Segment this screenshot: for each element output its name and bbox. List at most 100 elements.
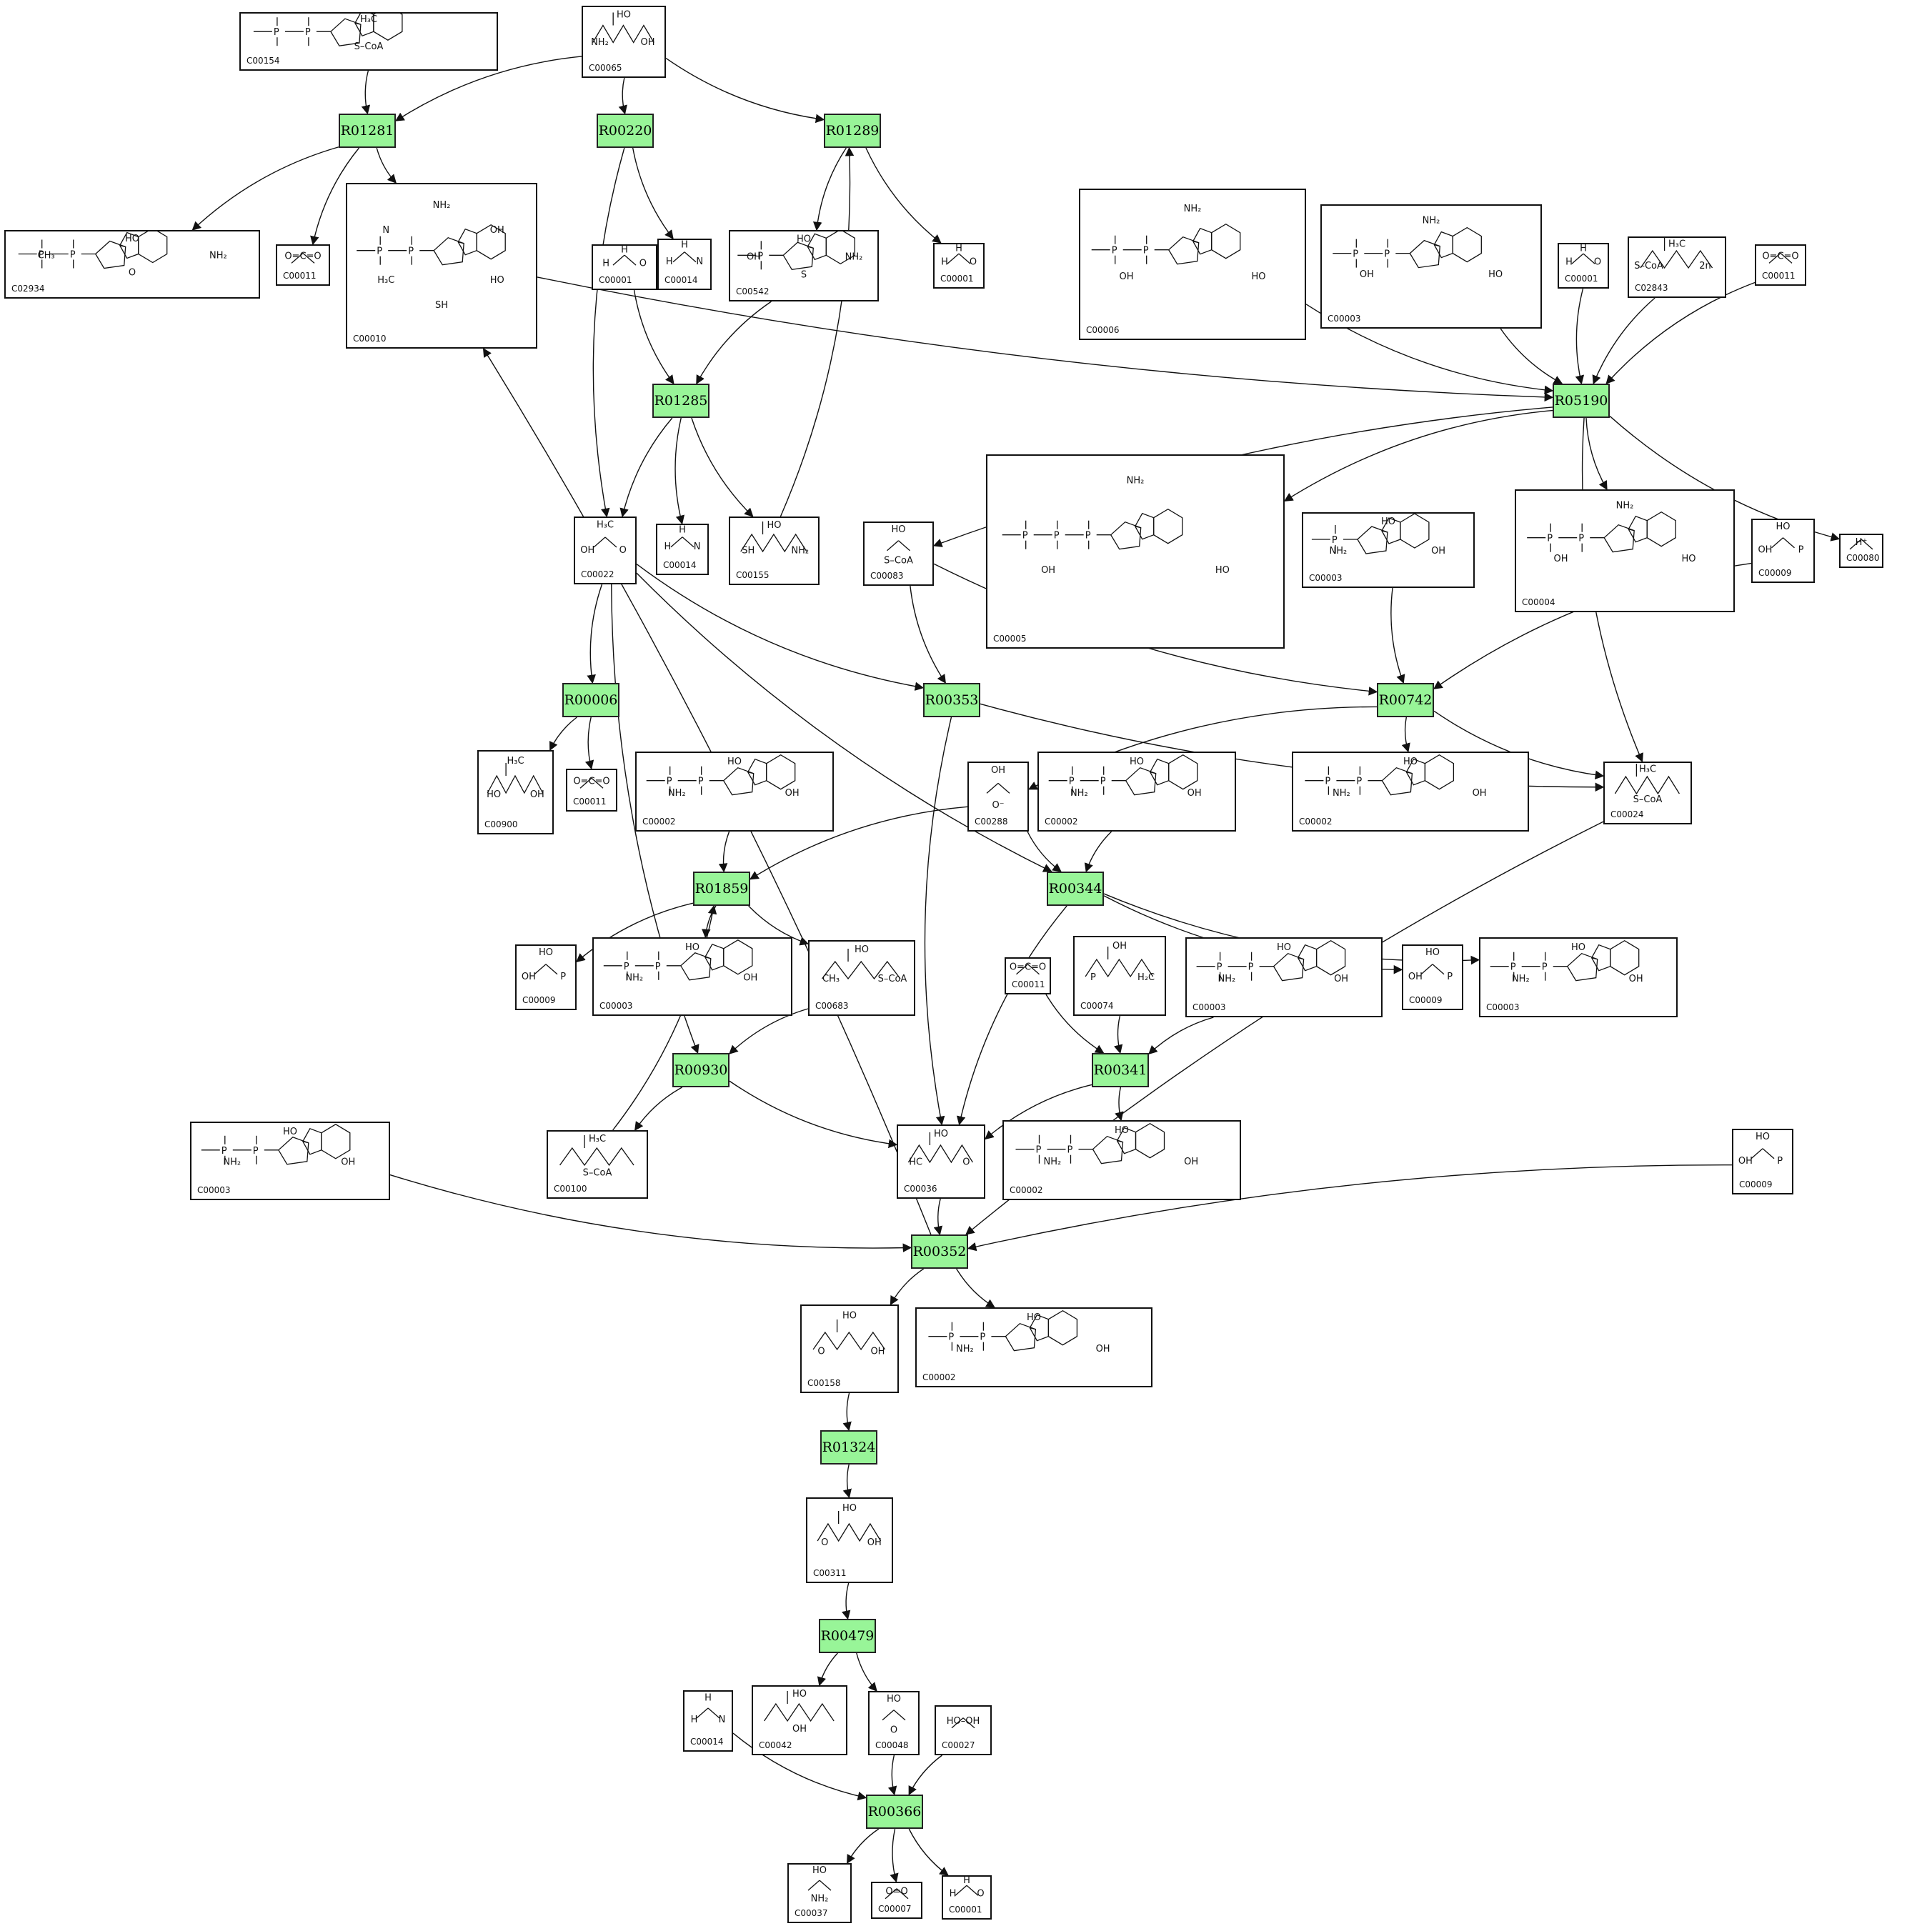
structure-icon: HNH [666, 240, 703, 267]
svg-text:P: P [408, 246, 414, 257]
atom-label: H₂C [1137, 972, 1155, 983]
reaction-edge [1084, 831, 1112, 873]
atom-label: NH₂ [1512, 974, 1530, 984]
atom-label: HO [1215, 565, 1230, 576]
reaction-node[interactable]: R00930 [672, 1053, 730, 1087]
reaction-node[interactable]: R01289 [824, 114, 881, 148]
svg-text:P: P [1217, 962, 1223, 973]
svg-text:P: P [667, 777, 672, 787]
reaction-node[interactable]: R01281 [339, 114, 396, 148]
atom-label: HO–OH [947, 1716, 980, 1727]
reaction-node[interactable]: R01285 [652, 384, 709, 418]
atom-label: OH [522, 972, 536, 982]
reaction-node[interactable]: R00341 [1092, 1053, 1149, 1087]
compound-id: C00006 [1086, 325, 1120, 335]
atom-label: H [621, 246, 628, 255]
reaction-edge [376, 147, 397, 184]
compound-id: C00311 [813, 1568, 847, 1578]
atom-label: OH [580, 545, 594, 556]
reaction-node[interactable]: R01324 [820, 1430, 877, 1465]
reaction-node[interactable]: R00006 [562, 683, 619, 717]
atom-label: H [704, 1692, 712, 1703]
reaction-node[interactable]: R00220 [597, 114, 654, 148]
compound-id: C00900 [484, 819, 518, 829]
reaction-node[interactable]: R00352 [911, 1234, 968, 1269]
reaction-edge [696, 301, 772, 385]
reaction-id: R01324 [822, 1439, 876, 1455]
compound-node[interactable]: H⁺C00080 [1839, 534, 1883, 568]
atom-label: 2n [1699, 261, 1711, 271]
reaction-edge [817, 1652, 838, 1687]
reaction-node[interactable]: R00479 [819, 1619, 876, 1653]
reaction-node[interactable]: R00742 [1377, 683, 1434, 717]
atom-label: H [666, 256, 673, 267]
reaction-node[interactable]: R00344 [1047, 872, 1104, 906]
reaction-node[interactable]: R05190 [1553, 384, 1610, 418]
compound-id: C00001 [940, 274, 974, 284]
svg-text:P: P [1054, 531, 1060, 542]
reaction-node[interactable]: R01859 [693, 872, 750, 906]
reaction-node[interactable]: R00353 [923, 683, 980, 717]
atom-label: N [694, 542, 701, 552]
atom-label: NH₂ [1070, 788, 1088, 799]
reaction-id: R01289 [825, 123, 880, 139]
reaction-node[interactable]: R00366 [866, 1795, 923, 1829]
atom-label: O=C=O [1010, 962, 1046, 973]
svg-text:P: P [1384, 249, 1390, 260]
compound-id: C00014 [690, 1737, 724, 1747]
